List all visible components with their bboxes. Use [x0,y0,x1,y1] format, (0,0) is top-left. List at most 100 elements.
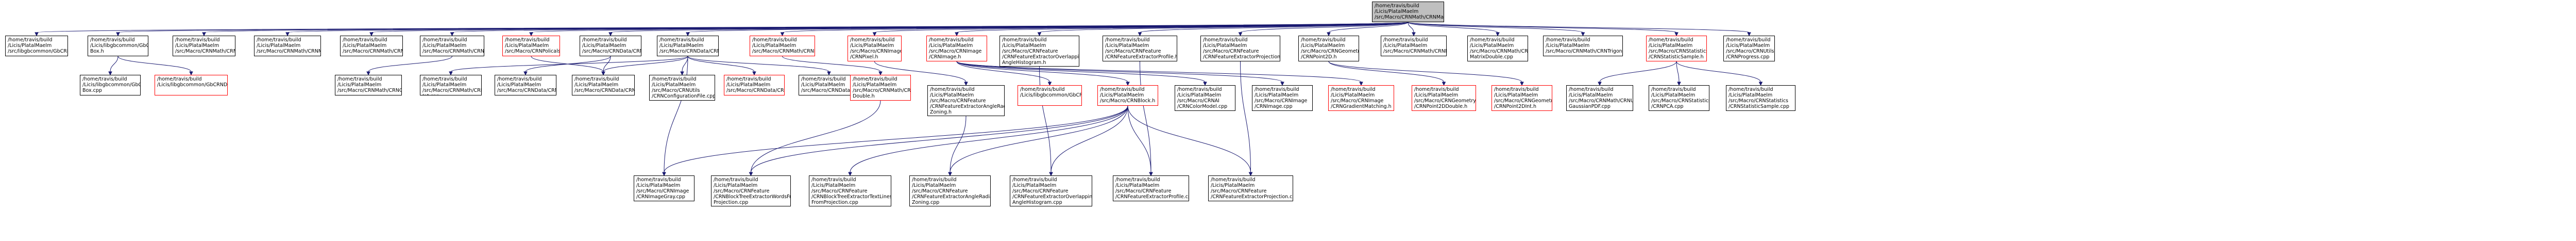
dependency-edge [1050,105,1128,173]
dependency-edge [950,105,1128,173]
edge-arrowhead [872,32,877,37]
file-node[interactable]: /home/travis/build /Licis/libgbcommon/Gb… [155,75,228,95]
file-node[interactable]: /home/travis/build /Licis/PlatalMaelm /s… [1113,175,1189,201]
file-node[interactable]: /home/travis/build /Licis/PlatalMaelm /s… [572,75,635,95]
edge-arrowhead [948,172,952,176]
edge-arrowhead [662,172,666,176]
edge-arrowhead [1327,32,1331,37]
file-node[interactable]: /home/travis/build /Licis/PlatalMaelm /s… [1646,36,1707,61]
dependency-edge [1408,22,1677,33]
dependency-edge [1328,61,1522,83]
file-node[interactable]: /home/travis/build /Licis/PlatalMaelm /s… [173,36,235,56]
file-node[interactable]: /home/travis/build /Licis/PlatalMaelm /s… [502,36,560,56]
file-node[interactable]: /home/travis/build /Licis/PlatalMaelm /s… [1208,175,1293,201]
file-node[interactable]: /home/travis/build /Licis/PlatalMaelm /s… [1723,36,1775,61]
edge-arrowhead [686,32,690,37]
file-node[interactable]: /home/travis/build /Licis/PlatalMaelm /s… [750,36,815,56]
dependency-edge [110,56,118,72]
file-node[interactable]: /home/travis/build /Licis/PlatalMaelm /s… [335,75,402,95]
edge-arrowhead [1149,172,1153,176]
dependency-edge [368,56,452,72]
edge-arrowhead [780,32,785,37]
file-node[interactable]: /home/travis/build /Licis/PlatalMaelm /s… [848,36,902,61]
file-node[interactable]: /home/travis/build /Licis/PlatalMaelm /s… [657,36,719,56]
edge-arrowhead [1520,82,1524,86]
file-node[interactable]: /home/travis/build /Licis/PlatalMaelm /s… [1175,85,1235,111]
file-node[interactable]: /home/travis/build /Licis/PlatalMaelm /s… [1252,85,1313,111]
file-node[interactable]: /home/travis/build /Licis/PlatalMaelm /s… [1492,85,1552,111]
dependency-edge [956,61,1050,83]
file-node[interactable]: /home/travis/build /Licis/PlatalMaelm /s… [495,75,556,95]
dependency-edge [956,61,1362,83]
dependency-edge [1676,61,1761,83]
dependency-edge [687,56,829,72]
file-node[interactable]: /home/travis/build /Licis/PlatalMaelm /s… [711,175,791,206]
file-node[interactable]: /home/travis/build /Licis/PlatalMaelm /s… [420,75,482,95]
edge-arrowhead [1248,172,1253,176]
file-node[interactable]: /home/travis/build /Licis/PlatalMaelm /s… [799,75,859,95]
dependency-edge [850,105,1128,173]
file-node[interactable]: /home/travis/build /Licis/PlatalMaelm /s… [850,75,911,101]
file-node[interactable]: /home/travis/build /Licis/PlatalMaelm /s… [999,36,1079,67]
edge-arrowhead [1047,82,1052,86]
file-node[interactable]: /home/travis/build /Licis/libgbcommon/Gb… [1018,85,1082,106]
file-node[interactable]: /home/travis/build /Licis/PlatalMaelm /s… [634,175,694,201]
file-node[interactable]: /home/travis/build /Licis/PlatalMaelm /s… [1328,85,1394,111]
edge-arrowhead [1581,32,1585,37]
file-node[interactable]: /home/travis/build /Licis/PlatalMaelm /s… [580,36,641,56]
edge-arrowhead [964,82,968,86]
file-node[interactable]: /home/travis/build /Licis/PlatalMaelm /s… [927,85,1005,116]
file-node[interactable]: /home/travis/build /Licis/PlatalMaelm /s… [926,36,987,61]
file-node[interactable]: /home/travis/build /Licis/PlatalMaelm /s… [1298,36,1359,61]
dependency-edge [950,116,967,173]
edge-arrowhead [752,71,756,76]
edge-arrowhead [285,32,290,37]
file-node[interactable]: /home/travis/build /Licis/PlatalMaelm /s… [649,75,715,101]
file-node[interactable]: /home/travis/build /Licis/PlatalMaelm /s… [1103,36,1177,61]
edge-arrowhead [1238,32,1243,37]
file-node[interactable]: /home/travis/build /Licis/PlatalMaelm /s… [1566,85,1633,111]
file-node[interactable]: /home/travis/build /Licis/libgbcommon/Gb… [88,36,148,56]
file-node[interactable]: /home/travis/build /Licis/PlatalMaelm /s… [1097,85,1158,106]
dependency-edge [956,61,1206,83]
file-node[interactable]: /home/travis/build /Licis/PlatalMaelm /s… [1412,85,1476,111]
file-node[interactable]: /home/travis/build /Licis/PlatalMaelm /s… [1200,36,1280,61]
dependency-edge [450,56,688,72]
file-node[interactable]: /home/travis/build /Licis/PlatalMaelm /s… [909,175,991,206]
dependency-edge [1328,22,1409,33]
file-node[interactable]: /home/travis/build /Licis/libgbcommon/Gb… [80,75,141,95]
edge-arrowhead [116,32,120,37]
file-node[interactable]: /home/travis/build /Licis/PlatalMaelm /s… [1381,36,1447,56]
edge-arrowhead [1758,82,1763,86]
file-node[interactable]: /home/travis/build /Licis/PlatalMaelm /s… [254,36,321,56]
edge-arrowhead [1037,32,1042,37]
dependency-edge [1140,22,1409,33]
file-node[interactable]: /home/travis/build /Licis/PlatalMaelm /s… [1467,36,1528,61]
edge-arrowhead [450,32,454,37]
edge-arrowhead [366,71,370,76]
edge-arrowhead [1359,82,1363,86]
dependency-edge [1039,66,1052,173]
file-node[interactable]: /home/travis/build /Licis/PlatalMaelm /s… [1649,85,1709,111]
dependency-edge [1328,61,1444,83]
dependency-edge [1599,61,1677,83]
file-node[interactable]: /home/travis/build /Licis/PlatalMaelm /s… [724,75,785,95]
edge-arrowhead [848,172,852,176]
file-node[interactable]: /home/travis/build /Licis/PlatalMaelm /s… [5,36,68,56]
dependency-edge [751,100,881,173]
file-node[interactable]: /home/travis/build /Licis/PlatalMaelm /s… [809,175,891,206]
file-node[interactable]: /home/travis/build /Licis/PlatalMaelm /s… [1543,36,1623,56]
dependency-edge [1240,22,1409,33]
file-node[interactable]: /home/travis/build /Licis/PlatalMaelm /s… [420,36,484,56]
edge-arrowhead [1126,82,1130,86]
file-node[interactable]: /home/travis/build /Licis/PlatalMaelm /s… [340,36,403,56]
file-node[interactable]: /home/travis/build /Licis/PlatalMaelm /s… [1726,85,1795,111]
root-file-node[interactable]: /home/travis/build /Licis/PlatalMaelm /s… [1372,2,1444,22]
dependency-edge [664,56,688,173]
dependency-edge [1127,105,1151,173]
file-node[interactable]: /home/travis/build /Licis/PlatalMaelm /s… [1010,175,1092,206]
dependency-edge [751,105,1128,173]
dependency-edge [1039,22,1409,33]
